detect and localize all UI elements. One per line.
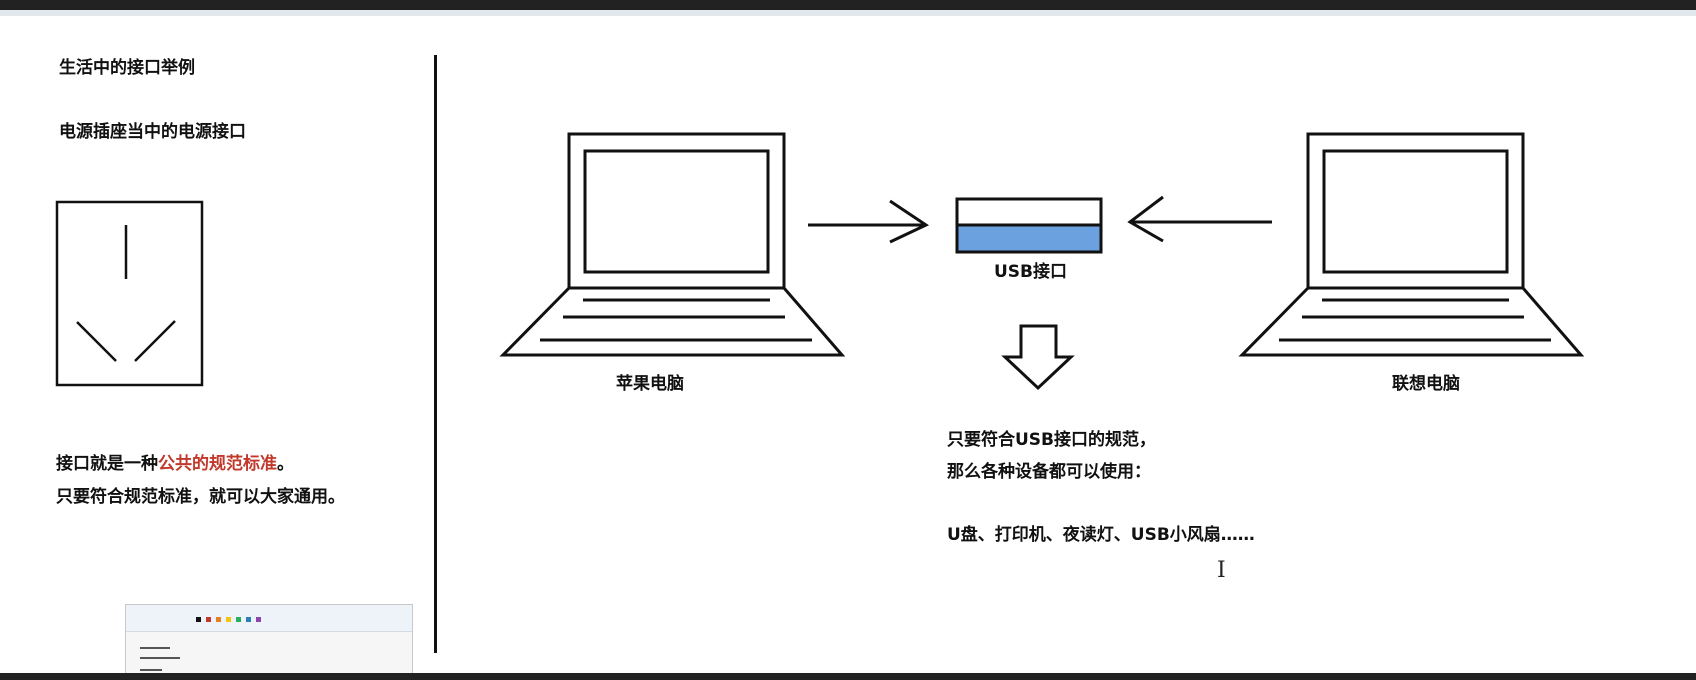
text-cursor-icon: I xyxy=(1217,558,1226,583)
usb-port-icon xyxy=(955,197,1103,254)
usb-port-label: USB接口 xyxy=(994,262,1068,282)
arrow-down-icon xyxy=(1001,324,1075,391)
color-swatch xyxy=(196,617,201,622)
window-bottom-bar xyxy=(0,673,1696,680)
color-swatch xyxy=(246,617,251,622)
thumbnail-line xyxy=(140,657,180,659)
interface-definition-line2: 只要符合规范标准，就可以大家通用。 xyxy=(56,487,345,507)
usb-conclusion-line2: 那么各种设备都可以使用： xyxy=(947,462,1151,482)
left-computer-label: 苹果电脑 xyxy=(616,374,684,394)
section-title: 生活中的接口举例 xyxy=(59,58,195,78)
color-swatch xyxy=(226,617,231,622)
color-swatch xyxy=(256,617,261,622)
power-socket-icon xyxy=(55,200,204,387)
paint-app-thumbnail[interactable] xyxy=(125,604,413,674)
color-swatch xyxy=(206,617,211,622)
arrow-left-icon xyxy=(1127,195,1272,243)
usb-conclusion-line1: 只要符合USB接口的规范， xyxy=(947,430,1157,450)
definition-suffix: 。 xyxy=(277,454,294,474)
right-computer-label: 联想电脑 xyxy=(1392,374,1460,394)
definition-highlight: 公共的规范标准 xyxy=(158,454,277,474)
color-swatch xyxy=(236,617,241,622)
panel-divider xyxy=(434,55,437,653)
socket-subtitle: 电源插座当中的电源接口 xyxy=(59,122,246,142)
interface-definition: 接口就是一种公共的规范标准。 xyxy=(56,452,294,476)
thumbnail-line xyxy=(140,669,162,671)
thumbnail-line xyxy=(140,647,170,649)
definition-prefix: 接口就是一种 xyxy=(56,454,158,474)
arrow-right-icon xyxy=(808,199,930,244)
usb-device-examples: U盘、打印机、夜读灯、USB小风扇…… xyxy=(947,525,1255,545)
color-swatch xyxy=(216,617,221,622)
laptop-icon xyxy=(1238,132,1585,357)
thumbnail-toolbar xyxy=(126,605,412,632)
window-top-strip xyxy=(0,10,1696,16)
window-top-bar xyxy=(0,0,1696,10)
laptop-icon xyxy=(499,132,846,357)
